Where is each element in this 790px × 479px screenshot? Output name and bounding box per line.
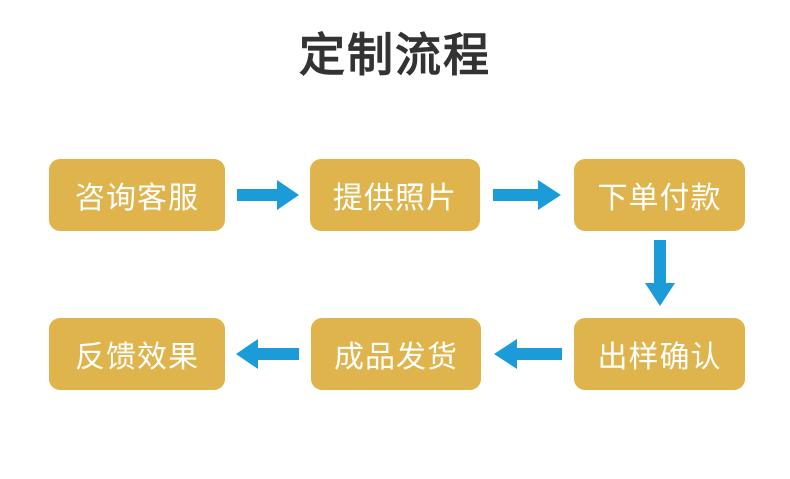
step-label: 提供照片 [333,182,457,215]
arrow-right-icon-1 [237,180,299,210]
step-label: 成品发货 [334,341,458,374]
page-title: 定制流程 [299,29,491,81]
step-label: 咨询客服 [75,182,199,215]
step-box-finished-product-shipment[interactable]: 成品发货 [311,318,481,390]
step-box-sample-confirmation[interactable]: 出样确认 [574,318,745,390]
step-label: 反馈效果 [75,341,199,374]
arrow-right-icon-2 [493,180,561,210]
step-box-place-order-payment[interactable]: 下单付款 [574,159,745,231]
step-label: 出样确认 [597,341,722,374]
step-box-provide-photo[interactable]: 提供照片 [310,159,480,231]
arrow-left-icon-2 [236,339,299,369]
step-box-consult-service[interactable]: 咨询客服 [49,159,225,231]
arrow-down-icon [645,240,675,306]
step-box-feedback-effect[interactable]: 反馈效果 [49,318,225,390]
step-label: 下单付款 [597,182,722,215]
arrow-left-icon-1 [494,339,562,369]
